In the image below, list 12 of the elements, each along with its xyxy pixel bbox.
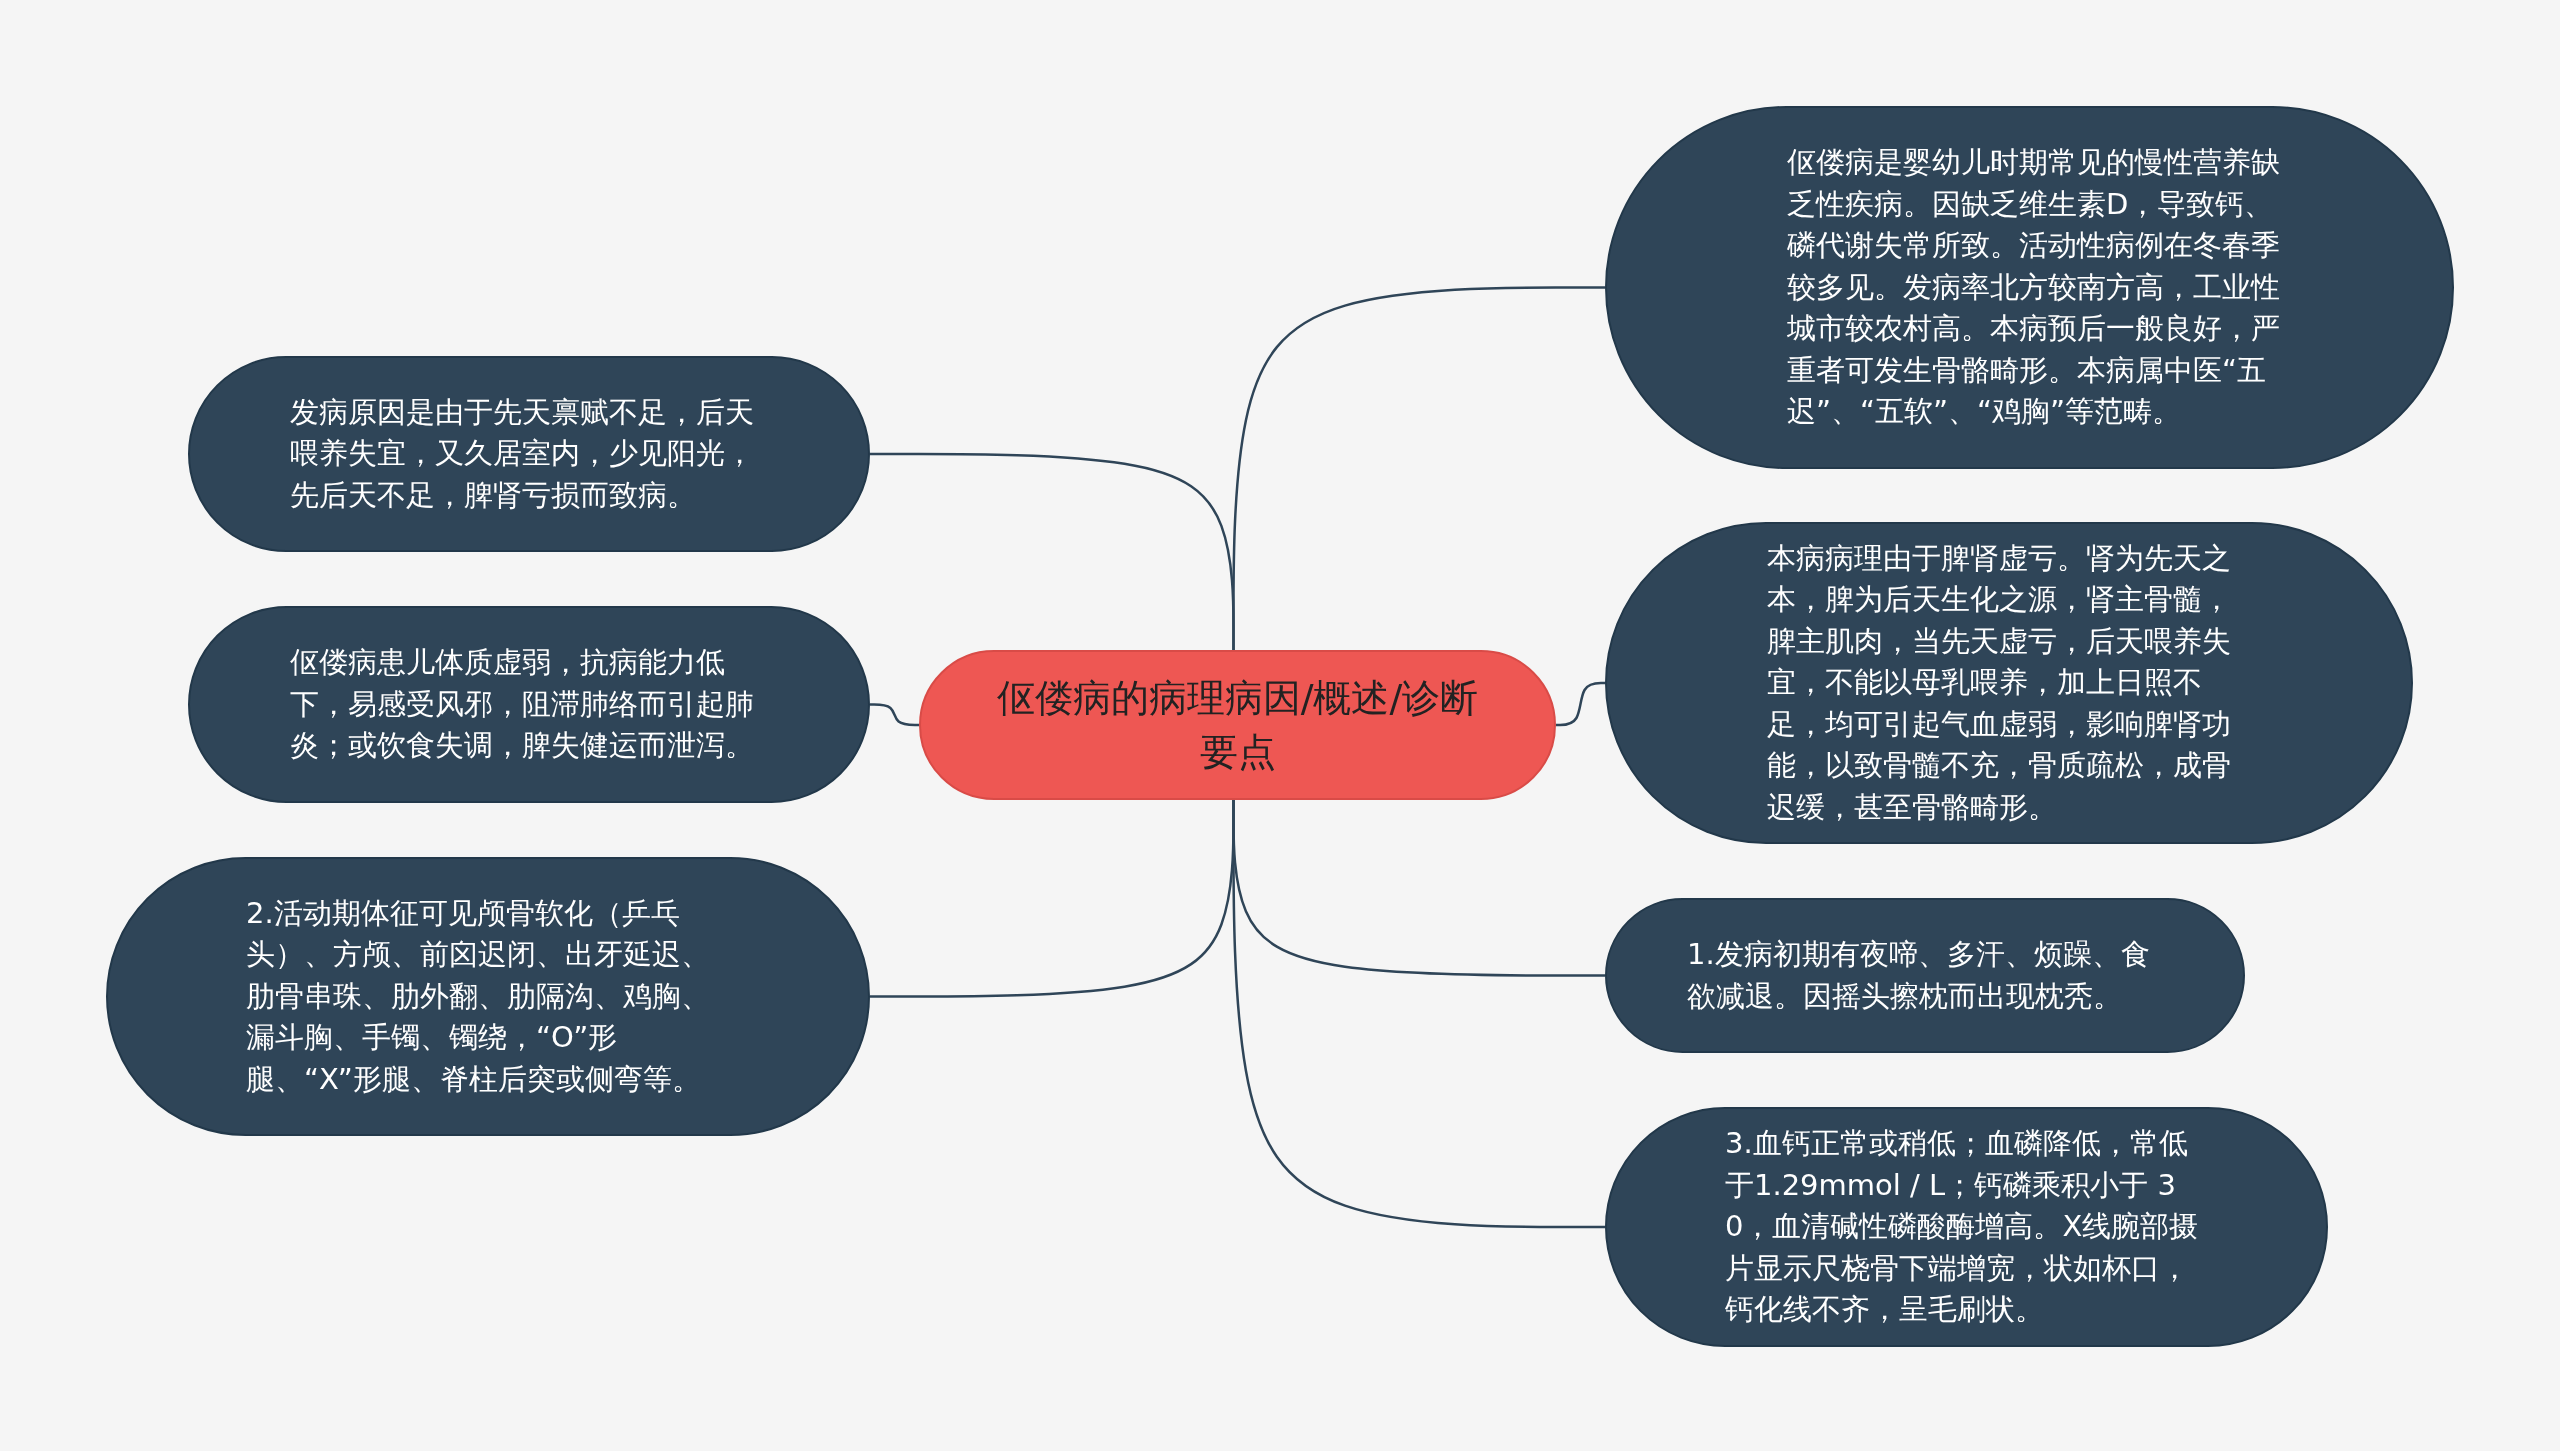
- connector-line: [870, 703, 919, 727]
- connector-line: [870, 800, 1235, 998]
- connector-line: [870, 452, 1235, 650]
- node-text: 伛偻病患儿体质虚弱，抗病能力低下，易感受风邪，阻滞肺络而引起肺炎；或饮食失调，脾失健运而泄泻。: [290, 644, 755, 765]
- node-text: 2.活动期体征可见颅骨软化（乒乓头）、方颅、前囟迟闭、出牙延迟、肋骨串珠、肋外翻、肋隔沟、鸡胸、漏斗胸、手镯、镯绕，“O”形腿、“X”形腿、脊柱后突或侧弯等。: [246, 894, 711, 1098]
- node-text: 本病病理由于脾肾虚亏。肾为先天之本，脾为后天生化之源，肾主骨髓，脾主肌肉，当先天虚亏，后天喂养失宜，不能以母乳喂养，加上日照不足，均可引起气血虚弱，影响脾肾功能，以致骨髓不充，骨质疏松，成骨迟缓，甚至骨骼畸形。: [1767, 539, 2232, 826]
- node-text: 伛偻病的病理病因/概述/诊断要点: [995, 675, 1480, 776]
- node-text: 3.血钙正常或稍低；血磷降低，常低于1.29mmol / L；钙磷乘积小于 30，血清碱性磷酸酶增高。X线腕部摄片显示尺桡骨下端增宽，状如杯口，钙化线不齐，呈毛刷状。: [1725, 1125, 2200, 1329]
- connector-line: [1556, 681, 1605, 727]
- node-text: 伛偻病是婴幼儿时期常见的慢性营养缺乏性疾病。因缺乏维生素D，导致钙、磷代谢失常所致。活动性病例在冬春季较多见。发病率北方较南方高，工业性城市较农村高。本病预后一般良好，严重者可发生骨骼畸形。本病属中医“五迟”、“五软”、“鸡胸”等范畴。: [1787, 144, 2281, 431]
- node-text: 1.发病初期有夜啼、多汗、烦躁、食欲减退。因摇头擦枕而出现枕秃。: [1687, 936, 2151, 1015]
- node-text: 发病原因是由于先天禀赋不足，后天喂养失宜，又久居室内，少见阳光，先后天不足，脾肾亏损而致病。: [290, 393, 755, 514]
